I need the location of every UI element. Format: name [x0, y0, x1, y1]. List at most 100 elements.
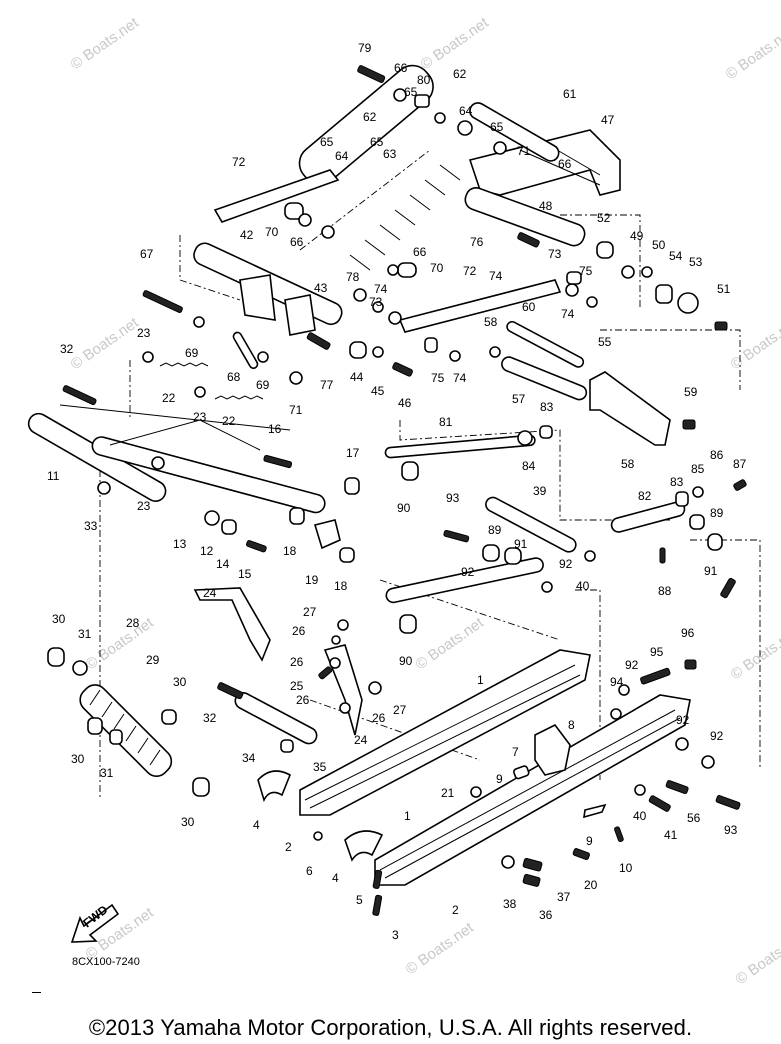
callout-69: 69	[256, 378, 270, 392]
callout-86: 86	[710, 448, 724, 462]
callout-19: 19	[305, 573, 319, 587]
part-47-upper-arm	[464, 129, 621, 247]
callout-71: 71	[517, 144, 531, 158]
part-4-cover	[257, 770, 292, 803]
callout-21: 21	[441, 786, 455, 800]
callout-14: 14	[216, 557, 230, 571]
callout-16: 16	[268, 422, 282, 436]
callout-70: 70	[265, 225, 279, 239]
callout-59: 59	[684, 385, 698, 399]
bolts	[62, 65, 747, 916]
callout-83: 83	[670, 475, 684, 489]
watermark: © Boats.net	[733, 929, 781, 988]
callout-13: 13	[173, 537, 187, 551]
callout-96: 96	[681, 626, 695, 640]
callout-66: 66	[394, 61, 408, 75]
callout-46: 46	[398, 396, 412, 410]
callout-8: 8	[568, 718, 575, 732]
callout-32: 32	[60, 342, 74, 356]
callout-62: 62	[453, 67, 467, 81]
callout-70: 70	[430, 261, 444, 275]
part-11-front-arm	[27, 404, 326, 514]
callout-41: 41	[664, 828, 678, 842]
callout-90: 90	[399, 654, 413, 668]
callout-72: 72	[463, 264, 477, 278]
callout-85: 85	[691, 462, 705, 476]
callout-10: 10	[619, 861, 633, 875]
part-24-bracket	[323, 644, 363, 736]
watermark: © Boats.net	[68, 314, 143, 373]
callout-80: 80	[417, 73, 431, 87]
callout-24: 24	[354, 733, 368, 747]
callout-11: 11	[47, 469, 60, 483]
callout-73: 73	[548, 247, 562, 261]
callout-24: 24	[203, 586, 217, 600]
divider	[32, 992, 41, 993]
part-72-rod	[213, 169, 340, 223]
callout-79: 79	[358, 41, 372, 55]
part-55-bracket	[589, 371, 671, 446]
callout-27: 27	[393, 703, 407, 717]
copyright-notice: ©2013 Yamaha Motor Corporation, U.S.A. A…	[88, 1015, 693, 1040]
callout-74: 74	[374, 282, 388, 296]
callout-62: 62	[363, 110, 377, 124]
part-82-rod	[610, 501, 686, 533]
callout-58: 58	[484, 315, 498, 329]
callout-4: 4	[332, 871, 339, 885]
callout-43: 43	[314, 281, 328, 295]
callout-56: 56	[687, 811, 701, 825]
callout-15: 15	[238, 567, 252, 581]
callout-55: 55	[598, 335, 612, 349]
watermark: © Boats.net	[728, 314, 781, 373]
callout-92: 92	[710, 729, 724, 743]
callout-88: 88	[658, 584, 672, 598]
part-57-shaft	[501, 356, 588, 401]
parts-diagram: © Boats.net © Boats.net © Boats.net © Bo…	[27, 14, 781, 988]
callout-30: 30	[52, 612, 66, 626]
callout-26: 26	[372, 711, 386, 725]
part-22-spring	[214, 395, 264, 400]
watermark: © Boats.net	[413, 614, 488, 673]
callout-82: 82	[638, 489, 652, 503]
callout-92: 92	[461, 565, 475, 579]
callout-67: 67	[140, 247, 154, 261]
watermark: © Boats.net	[418, 14, 493, 73]
part-22-spring	[159, 362, 209, 367]
callout-74: 74	[561, 307, 575, 321]
callout-28: 28	[126, 616, 140, 630]
callout-25: 25	[290, 679, 304, 693]
callout-65: 65	[370, 135, 384, 149]
part-62-shock-absorber	[298, 64, 461, 271]
callout-44: 44	[350, 370, 364, 384]
callout-50: 50	[652, 238, 666, 252]
callout-58: 58	[621, 457, 635, 471]
callout-71: 71	[289, 403, 303, 417]
callout-89: 89	[710, 506, 724, 520]
callout-40: 40	[576, 579, 590, 593]
callout-63: 63	[383, 147, 397, 161]
callout-2: 2	[452, 903, 459, 917]
callout-37: 37	[557, 890, 571, 904]
callout-30: 30	[71, 752, 85, 766]
callout-83: 83	[540, 400, 554, 414]
callout-34: 34	[242, 751, 256, 765]
callout-40: 40	[633, 809, 647, 823]
callout-89: 89	[488, 523, 502, 537]
callout-74: 74	[453, 371, 467, 385]
callout-91: 91	[704, 564, 718, 578]
callout-9: 9	[496, 772, 503, 786]
part-60-shaft	[506, 320, 585, 368]
callout-29: 29	[146, 653, 160, 667]
drawing-code: 8CX100-7240	[72, 956, 140, 968]
callout-91: 91	[514, 537, 528, 551]
part-81-rod	[384, 434, 536, 459]
watermark: © Boats.net	[403, 919, 478, 978]
callout-35: 35	[313, 760, 327, 774]
callout-32: 32	[203, 711, 217, 725]
callout-66: 66	[290, 235, 304, 249]
callout-64: 64	[459, 104, 473, 118]
callout-81: 81	[439, 415, 453, 429]
callout-31: 31	[100, 766, 114, 780]
callout-68: 68	[227, 370, 241, 384]
callout-26: 26	[290, 655, 304, 669]
